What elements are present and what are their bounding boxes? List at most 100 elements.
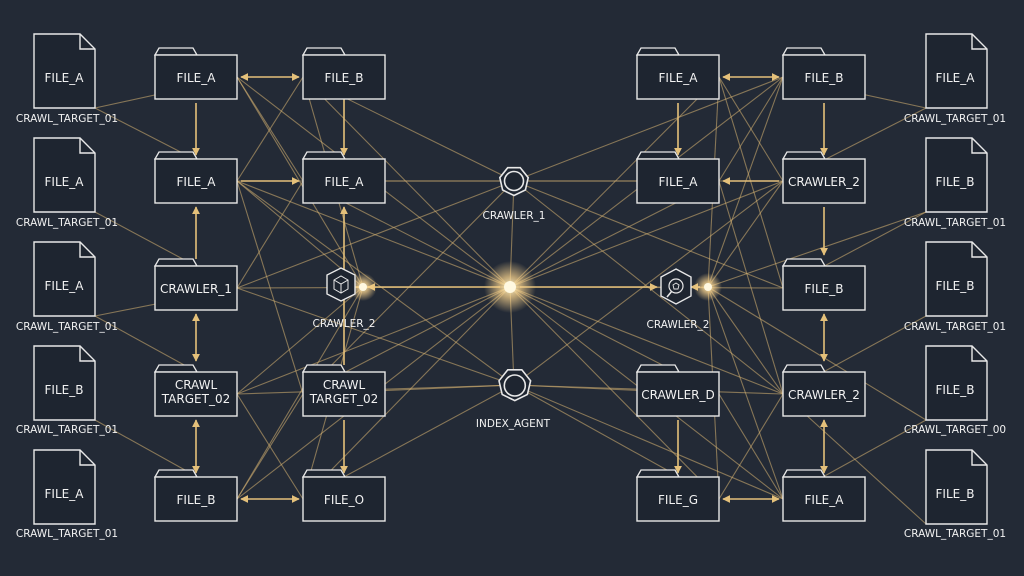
folder-label: FILE_B [177,493,216,507]
edge-line [718,76,784,289]
folder-label: FILE_A [805,493,845,507]
document-label: FILE_B [936,383,975,397]
document-node-right-1: FILE_A CRAWL_TARGET_01 [904,33,1006,125]
edge-line [707,76,784,288]
folder-node-left-inner-3: CRAWLER_1 [153,258,238,311]
edge-line [707,286,927,421]
crawler-1-hub: CRAWLER_1 [483,166,546,222]
folder-label: FILE_B [805,282,844,296]
document-node-right-2: FILE_B CRAWL_TARGET_01 [904,137,1006,229]
folder-label: FILE_A [659,71,699,85]
edge-line [236,286,364,395]
edge-line [302,286,511,500]
folder-node-left-outer-2: FILE_A [301,151,386,204]
document-node-left-3: FILE_A CRAWL_TARGET_01 [16,241,118,333]
folder-node-right-outer-2: CRAWLER_2 [781,151,866,204]
edge-line [236,180,511,288]
edge-line [707,211,927,288]
folder-label: CRAWLER_2 [788,175,860,189]
edge-line [707,286,784,500]
document-caption: CRAWL_TARGET_01 [904,113,1006,125]
edge-line [509,76,720,288]
edge-line [707,286,784,395]
folder-node-left-inner-1: FILE_A [153,47,238,100]
folder-label: FILE_O [324,493,364,507]
folder-node-right-inner-1: FILE_A [635,47,720,100]
document-caption: CRAWL_TARGET_01 [16,528,118,540]
folder-node-right-outer-3: FILE_B [781,258,866,311]
edge-line [513,76,784,182]
edge-line [513,180,784,289]
folder-label: FILE_B [325,71,364,85]
crawler-2-left-hub: CRAWLER_2 [313,267,376,330]
document-label: FILE_B [936,175,975,189]
folder-node-right-inner-2: FILE_A [635,151,720,204]
edge-line [236,180,515,289]
document-label: FILE_A [45,71,85,85]
document-node-left-4: FILE_B CRAWL_TARGET_01 [16,345,118,436]
hub-label: CRAWLER_2 [313,318,376,330]
document-label: FILE_B [45,383,84,397]
hub-label: CRAWLER_1 [483,210,546,222]
document-caption: CRAWL_TARGET_01 [904,528,1006,540]
folder-node-left-inner-5: FILE_B [153,469,238,522]
edge-line [718,393,784,500]
document-node-left-1: FILE_A CRAWL_TARGET_01 [16,33,118,125]
folder-label: FILE_A [325,175,365,189]
document-node-left-2: FILE_A CRAWL_TARGET_01 [16,137,118,229]
document-caption: CRAWL_TARGET_01 [904,321,1006,333]
document-label: FILE_A [45,175,85,189]
document-node-left-5: FILE_A CRAWL_TARGET_01 [16,449,118,540]
folder-label: FILE_A [659,175,699,189]
folder-node-left-outer-4: FILE_O [301,469,386,522]
folder-node-right-inner-4: FILE_G [635,469,720,522]
hub-label: CRAWLER_2 [647,319,710,331]
folder-label: CRAWLER_D [641,388,715,402]
edge-line [236,393,304,500]
document-label: FILE_B [936,279,975,293]
edge-line [707,180,784,288]
edge-line [236,76,304,182]
folder-node-left-inner-2: FILE_A [153,151,238,204]
index-agent-hub: INDEX_AGENT [476,368,551,430]
document-caption: CRAWL_TARGET_00 [904,424,1006,436]
document-caption: CRAWL_TARGET_01 [16,424,118,436]
folder-node-right-inner-3: CRAWLER_D [635,364,720,417]
crawler-2-right-hub: CRAWLER_2 [647,268,710,331]
junction-glow [359,283,367,291]
document-caption: CRAWL_TARGET_01 [16,113,118,125]
document-node-right-5: FILE_B CRAWL_TARGET_01 [904,449,1006,540]
junction-glow [704,283,712,291]
edge-line [302,76,511,288]
folder-label: FILE_A [177,175,217,189]
document-caption: CRAWL_TARGET_01 [904,217,1006,229]
document-label: FILE_A [45,487,85,501]
document-caption: CRAWL_TARGET_01 [16,217,118,229]
folder-label: FILE_G [658,493,698,507]
document-caption: CRAWL_TARGET_01 [16,321,118,333]
ring-icon [503,170,525,192]
folder-node-right-outer-1: FILE_B [781,47,866,100]
folder-label: FILE_A [177,71,217,85]
edge-line [236,287,515,386]
document-label: FILE_A [45,279,85,293]
folder-node-right-outer-4: CRAWLER_2 [781,364,866,417]
junction-glow [504,281,516,293]
connection-arrows [192,73,828,503]
document-node-right-4: FILE_B CRAWL_TARGET_00 [904,345,1006,436]
document-label: FILE_A [936,71,976,85]
folder-node-right-outer-5: FILE_A [781,469,866,522]
document-label: FILE_B [936,487,975,501]
folder-label: FILE_B [805,71,844,85]
hub-label: INDEX_AGENT [476,418,551,430]
edge-line [513,384,784,500]
ring-icon [503,374,527,397]
edge-line [236,180,304,395]
edge-line [236,286,511,395]
search-bot-icon [666,278,684,298]
edge-line [513,180,784,386]
